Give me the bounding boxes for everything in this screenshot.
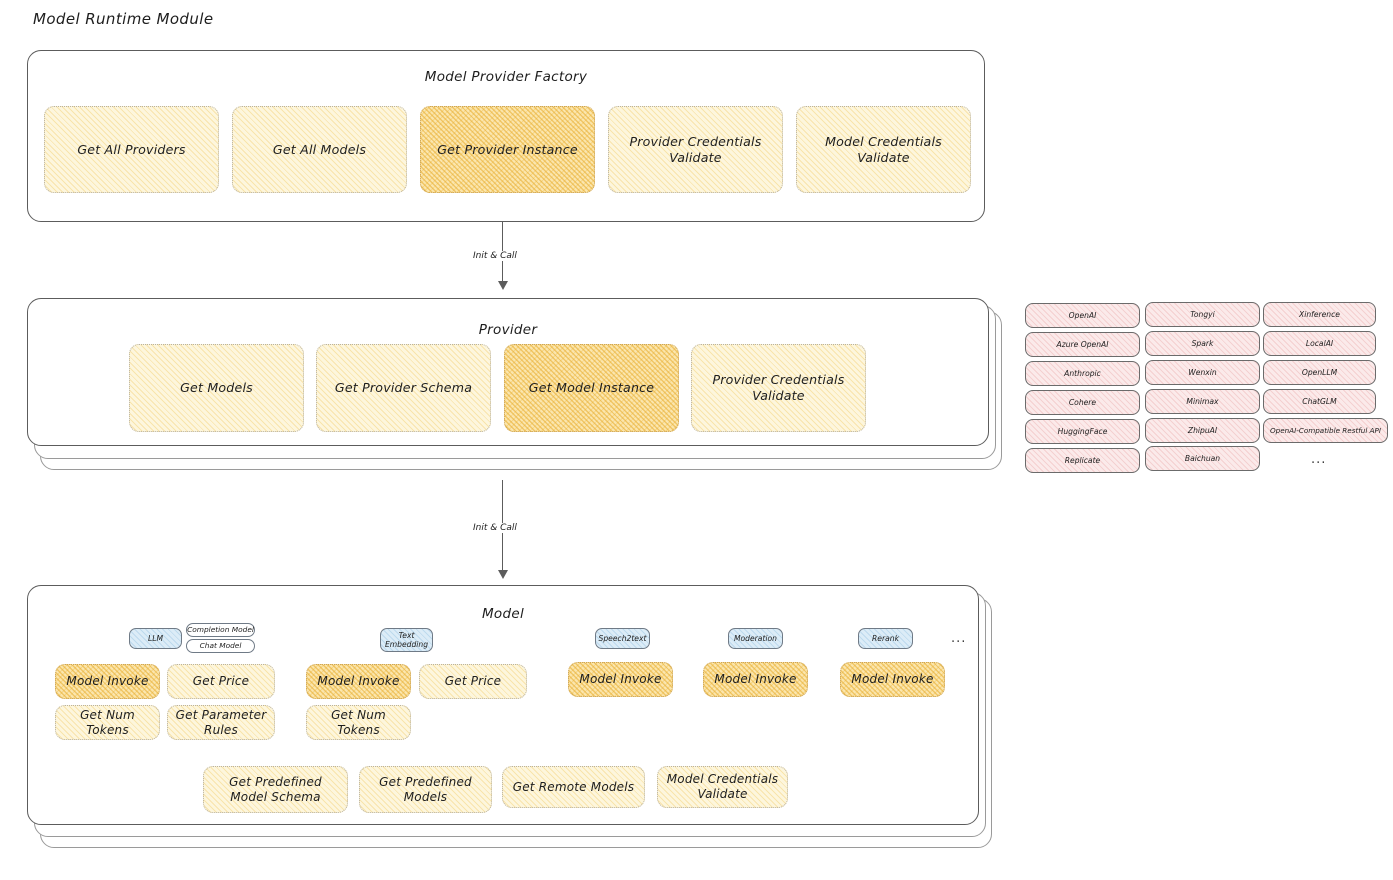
provider-box-get-models[interactable]: Get Models <box>129 344 304 432</box>
provider-chip-azure-openai[interactable]: Azure OpenAI <box>1025 332 1140 357</box>
llm-box-model-invoke[interactable]: Model Invoke <box>55 664 160 699</box>
provider-chip-spark[interactable]: Spark <box>1145 331 1260 356</box>
moderation-box-model-invoke[interactable]: Model Invoke <box>703 662 808 697</box>
model-shared-box-get-remote-models[interactable]: Get Remote Models <box>502 766 645 808</box>
model-subchip-chat-model[interactable]: Chat Model <box>186 639 255 653</box>
factory-box-provider-credentials-validate[interactable]: Provider Credentials Validate <box>608 106 783 193</box>
provider-chip-wenxin[interactable]: Wenxin <box>1145 360 1260 385</box>
provider-box-provider-credentials-validate[interactable]: Provider Credentials Validate <box>691 344 866 432</box>
rerank-box-model-invoke[interactable]: Model Invoke <box>840 662 945 697</box>
provider-chip-baichuan[interactable]: Baichuan <box>1145 446 1260 471</box>
provider-chip-xinference[interactable]: Xinference <box>1263 302 1376 327</box>
provider-list-more-ellipsis: ... <box>1311 452 1327 467</box>
text-embedding-box-get-price[interactable]: Get Price <box>419 664 527 699</box>
provider-chip-zhipuai[interactable]: ZhipuAI <box>1145 418 1260 443</box>
model-subchip-completion-model[interactable]: Completion Model <box>186 623 255 637</box>
page-title: Model Runtime Module <box>33 10 214 28</box>
provider-chip-chatglm[interactable]: ChatGLM <box>1263 389 1376 414</box>
provider-chip-anthropic[interactable]: Anthropic <box>1025 361 1140 386</box>
provider-chip-replicate[interactable]: Replicate <box>1025 448 1140 473</box>
provider-chip-openllm[interactable]: OpenLLM <box>1263 360 1376 385</box>
provider-chip-huggingface[interactable]: HuggingFace <box>1025 419 1140 444</box>
text-embedding-box-model-invoke[interactable]: Model Invoke <box>306 664 411 699</box>
provider-chip-cohere[interactable]: Cohere <box>1025 390 1140 415</box>
provider-title: Provider <box>478 322 538 338</box>
provider-chip-openai[interactable]: OpenAI <box>1025 303 1140 328</box>
arrow-provider-to-model-head <box>497 570 508 579</box>
arrow-provider-to-model-label: Init & Call <box>470 523 520 533</box>
factory-box-get-provider-instance[interactable]: Get Provider Instance <box>420 106 595 193</box>
model-shared-box-get-predefined-models[interactable]: Get Predefined Models <box>359 766 492 813</box>
factory-box-model-credentials-validate[interactable]: Model Credentials Validate <box>796 106 971 193</box>
model-shared-box-model-credentials-validate[interactable]: Model Credentials Validate <box>657 766 788 808</box>
model-type-chip-text-embedding[interactable]: Text Embedding <box>380 628 433 652</box>
provider-chip-localai[interactable]: LocalAI <box>1263 331 1376 356</box>
provider-chip-tongyi[interactable]: Tongyi <box>1145 302 1260 327</box>
provider-chip-minimax[interactable]: Minimax <box>1145 389 1260 414</box>
model-types-more-ellipsis: ... <box>951 631 967 646</box>
factory-box-get-all-providers[interactable]: Get All Providers <box>44 106 219 193</box>
provider-box-get-provider-schema[interactable]: Get Provider Schema <box>316 344 491 432</box>
provider-chip-openai-compatible-restful-api[interactable]: OpenAI-Compatible Restful API <box>1263 418 1388 443</box>
text-embedding-box-get-num-tokens[interactable]: Get Num Tokens <box>306 705 411 740</box>
model-shared-box-get-predefined-model-schema[interactable]: Get Predefined Model Schema <box>203 766 348 813</box>
speech2text-box-model-invoke[interactable]: Model Invoke <box>568 662 673 697</box>
model-title: Model <box>481 606 525 622</box>
model-type-chip-llm[interactable]: LLM <box>129 628 182 649</box>
model-type-chip-rerank[interactable]: Rerank <box>858 628 913 649</box>
provider-box-get-model-instance[interactable]: Get Model Instance <box>504 344 679 432</box>
llm-box-get-price[interactable]: Get Price <box>167 664 275 699</box>
factory-box-get-all-models[interactable]: Get All Models <box>232 106 407 193</box>
model-provider-factory-title: Model Provider Factory <box>424 69 588 85</box>
llm-box-get-num-tokens[interactable]: Get Num Tokens <box>55 705 160 740</box>
model-type-chip-moderation[interactable]: Moderation <box>728 628 783 649</box>
arrow-factory-to-provider-label: Init & Call <box>470 251 520 261</box>
arrow-factory-to-provider-head <box>497 281 508 290</box>
llm-box-get-parameter-rules[interactable]: Get Parameter Rules <box>167 705 275 740</box>
model-type-chip-speech2text[interactable]: Speech2text <box>595 628 650 649</box>
